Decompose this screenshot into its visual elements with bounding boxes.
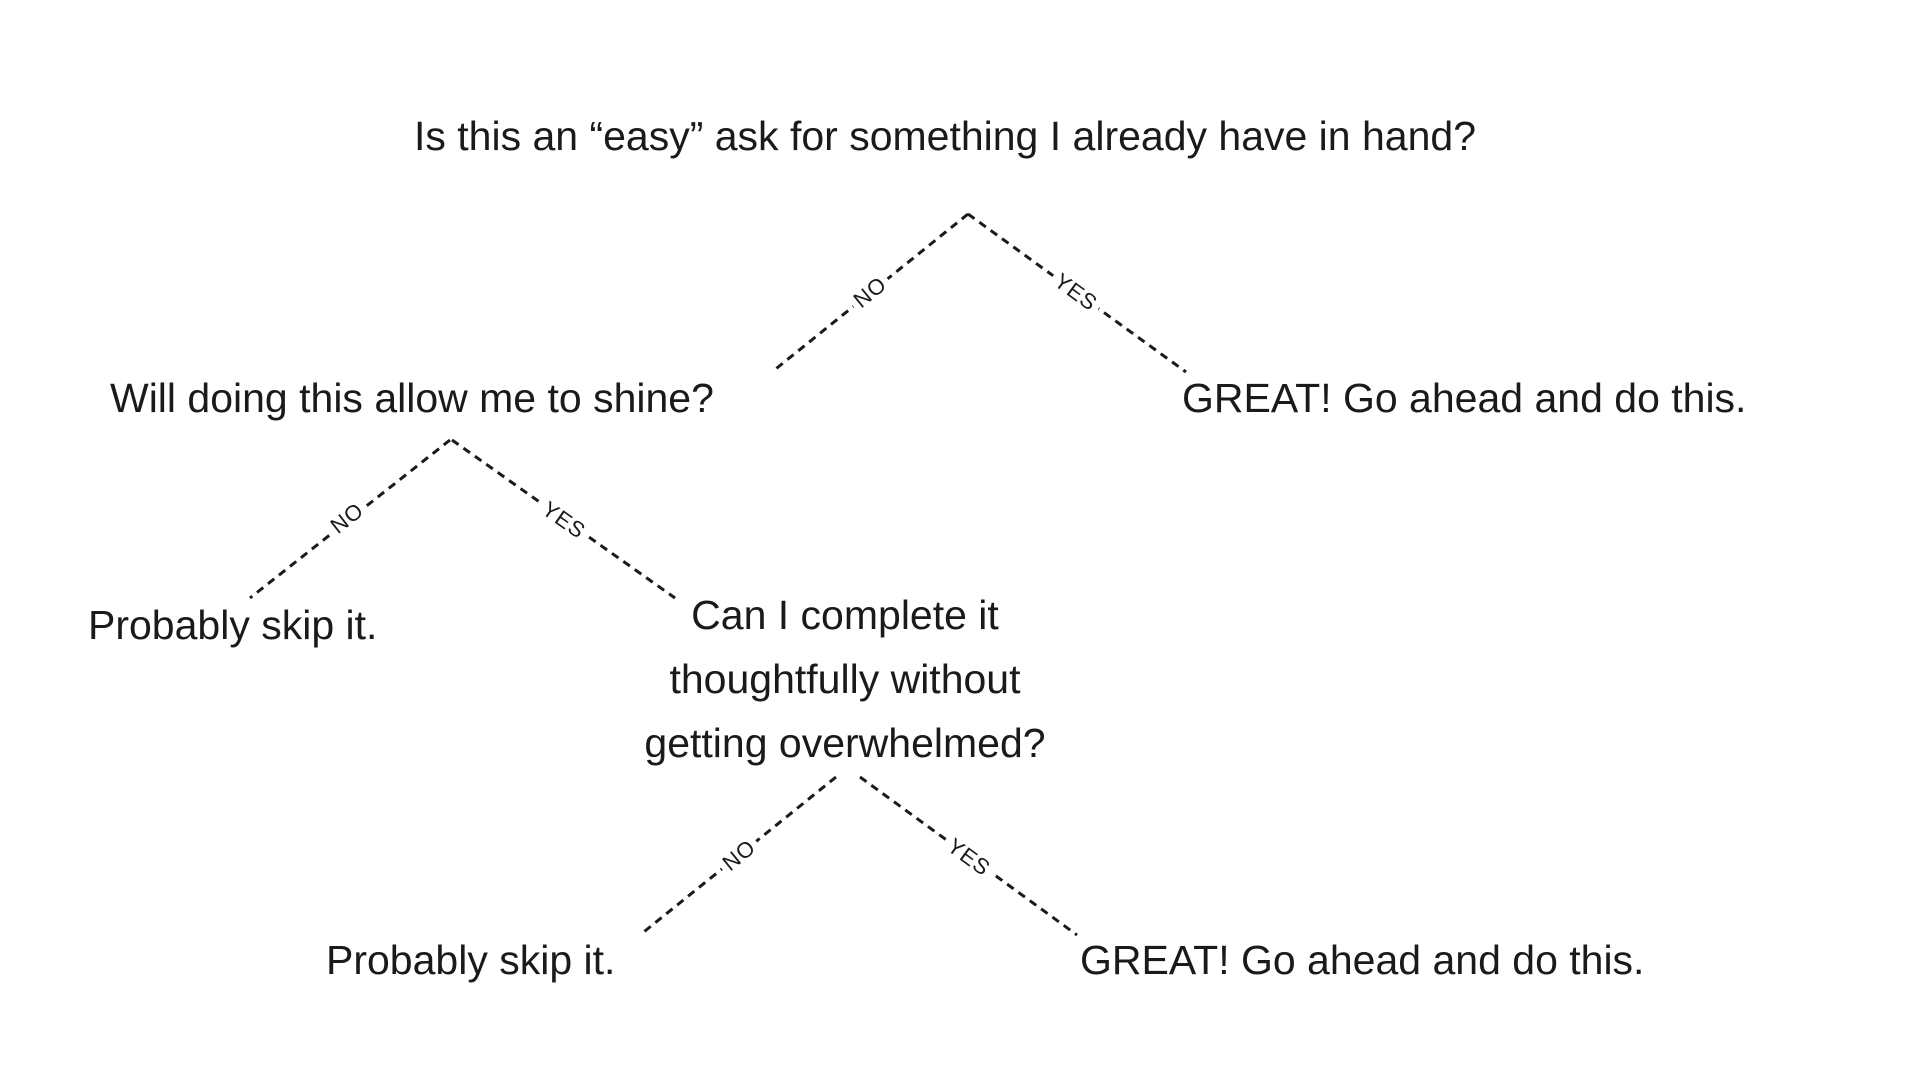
edge-q1-yes	[967, 212, 1187, 374]
question-line-1: Can I complete it	[691, 592, 999, 638]
answer-skip-it-bottom: Probably skip it.	[326, 937, 616, 983]
question-line-2: thoughtfully without	[669, 656, 1021, 702]
question-allow-shine: Will doing this allow me to shine?	[110, 375, 714, 421]
answer-skip-it-left: Probably skip it.	[88, 602, 378, 648]
edge-q2-yes	[451, 438, 676, 600]
answer-great-do-this-bottom: GREAT! Go ahead and do this.	[1080, 937, 1645, 983]
question-easy-ask: Is this an “easy” ask for something I al…	[413, 113, 1477, 159]
question-line-3: getting overwhelmed?	[644, 720, 1046, 766]
answer-great-do-this-top: GREAT! Go ahead and do this.	[1182, 375, 1747, 421]
question-complete-thoughtfully: Can I complete it thoughtfully without g…	[600, 583, 1090, 775]
edge-q3-yes	[859, 775, 1078, 937]
